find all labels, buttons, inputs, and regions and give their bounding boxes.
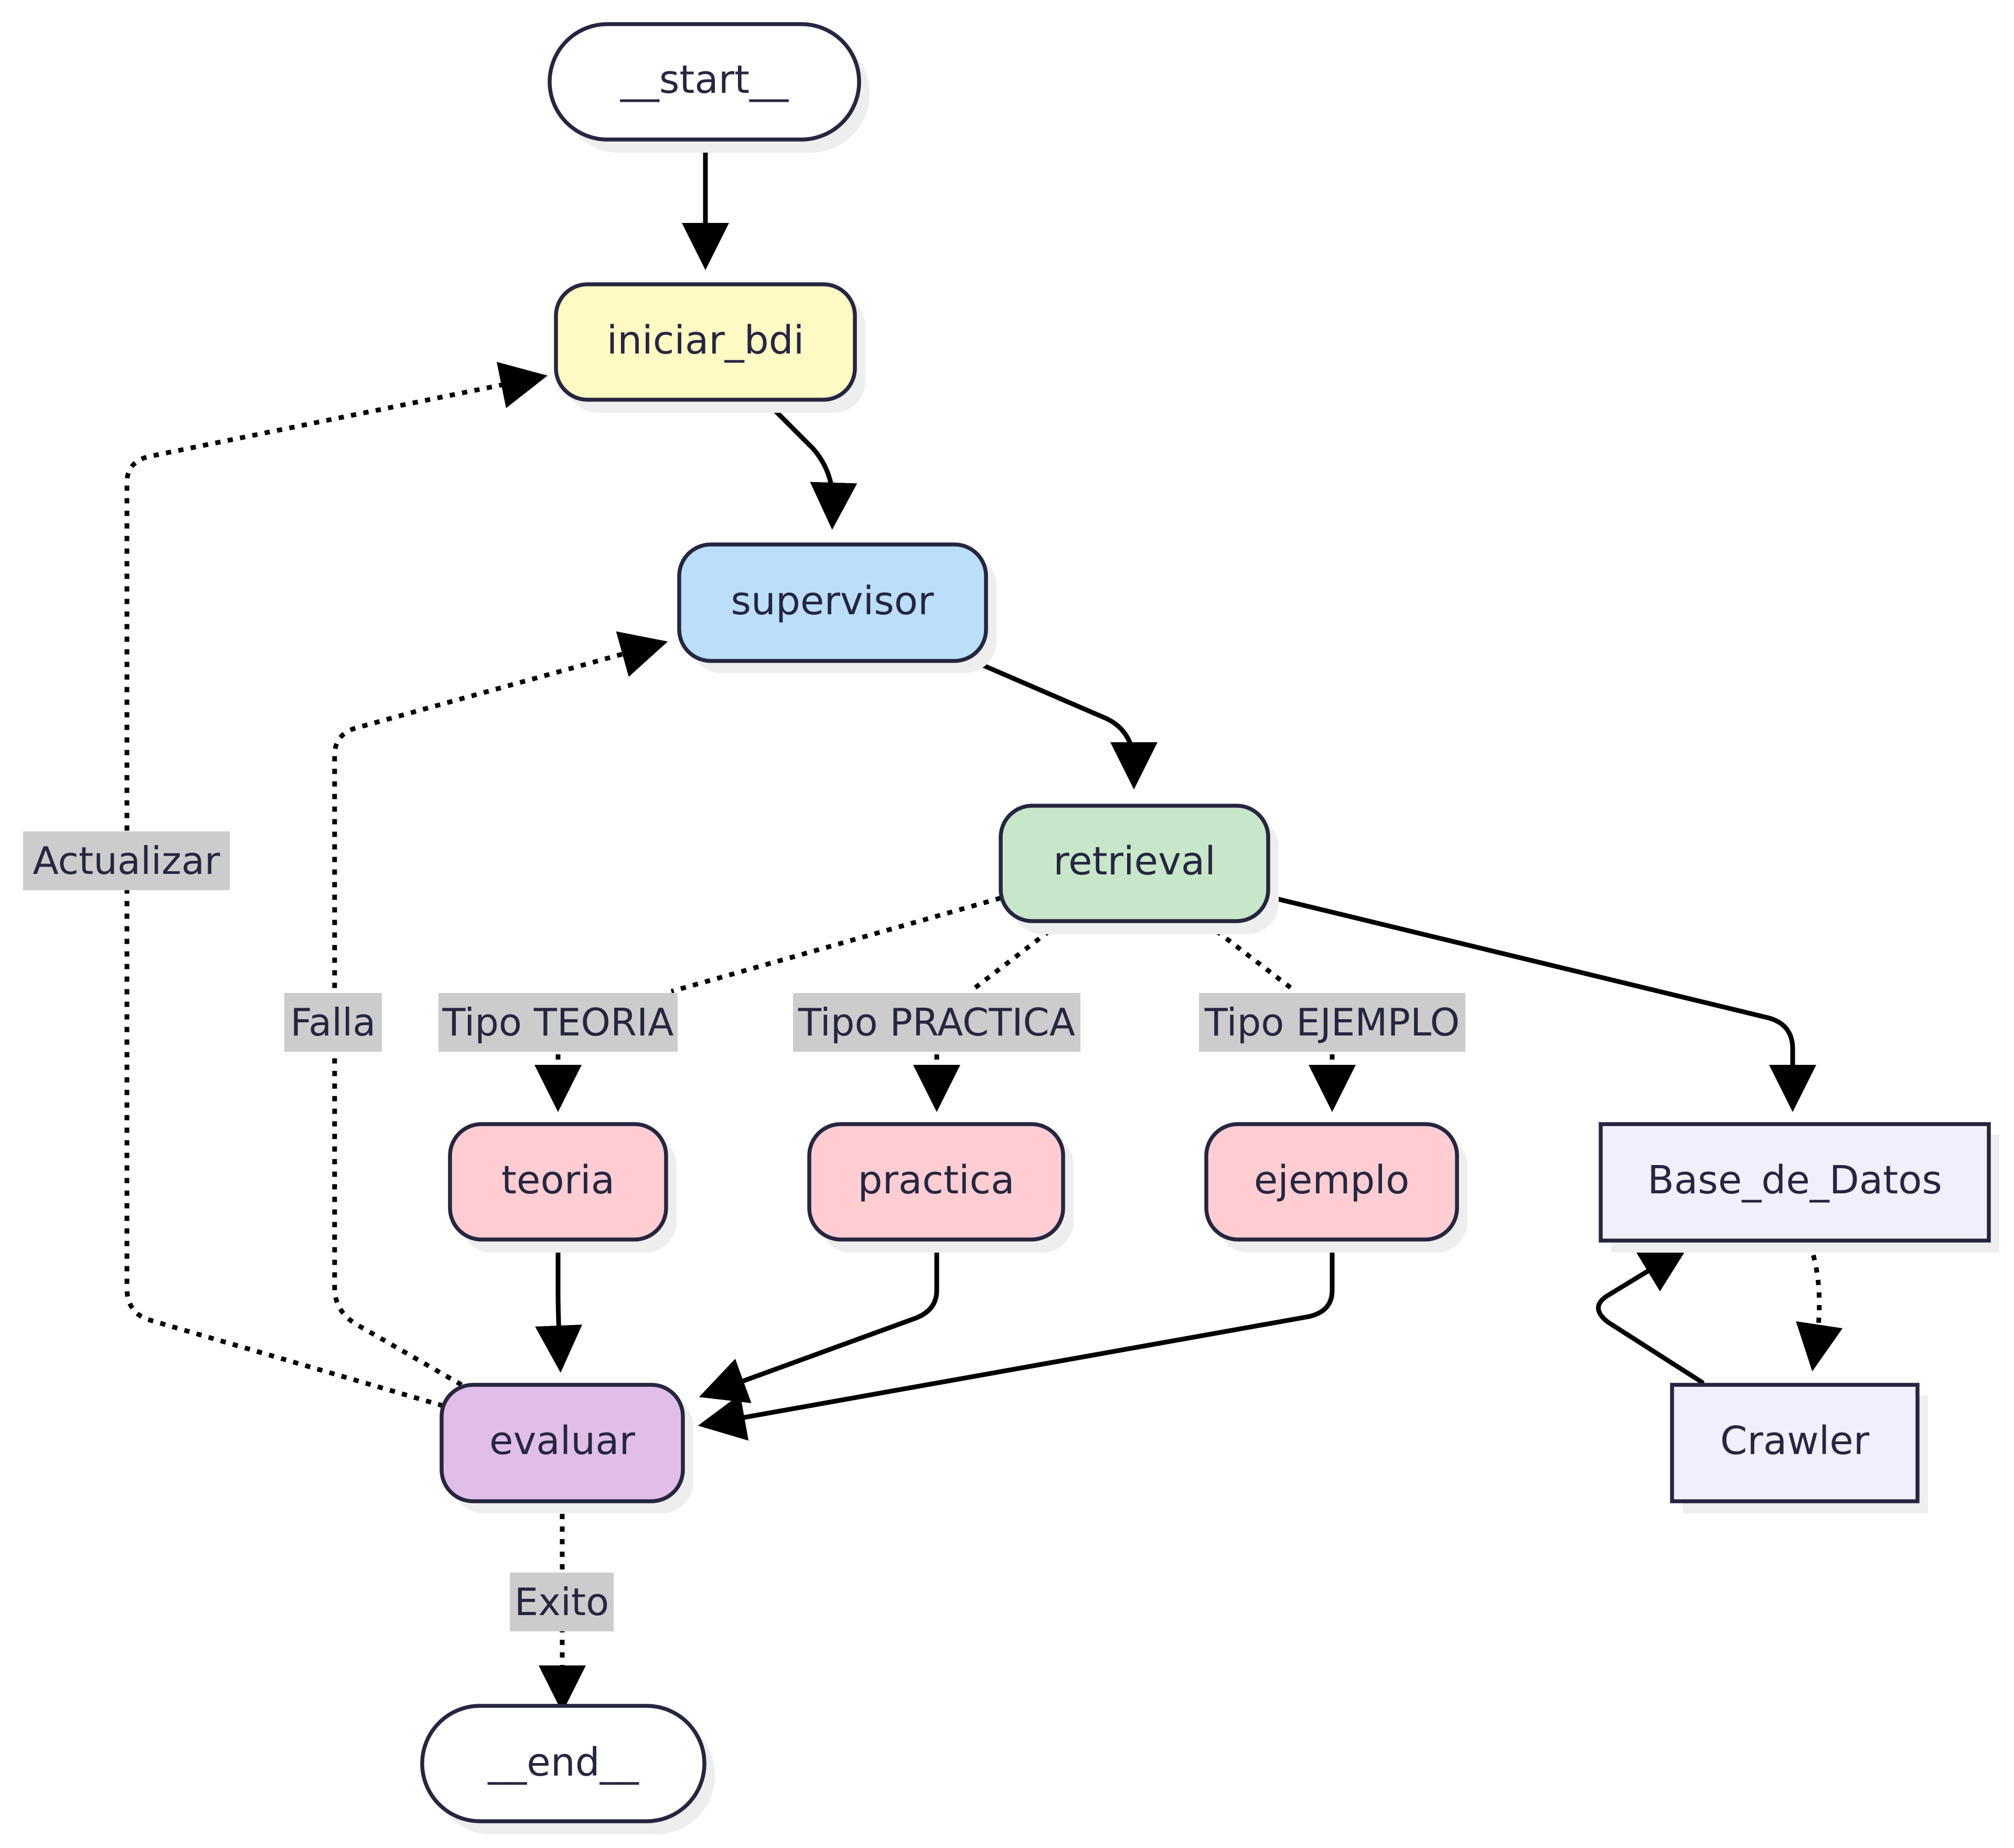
- node-iniciar-bdi: iniciar_bdi: [554, 282, 865, 413]
- edge-label-tipo-teoria: Tipo TEORIA: [438, 993, 678, 1052]
- svg-text:iniciar_bdi: iniciar_bdi: [607, 318, 805, 363]
- edge-retrieval-to-ejemplo: [1205, 921, 1332, 1088]
- edge-retrieval-to-teoria: [558, 895, 1002, 1088]
- edge-crawler-to-base-de-datos: [1596, 1246, 1705, 1385]
- svg-text:retrieval: retrieval: [1053, 839, 1216, 884]
- node-end: __end__: [420, 1704, 715, 1834]
- node-practica: practica: [807, 1122, 1074, 1253]
- svg-text:Crawler: Crawler: [1720, 1418, 1870, 1464]
- edge-base-de-datos-to-crawler: [1796, 1242, 1843, 1372]
- edge-supervisor-to-retrieval: [967, 657, 1158, 789]
- svg-text:evaluar: evaluar: [489, 1418, 635, 1464]
- edge-teoria-to-evaluar: [535, 1241, 583, 1373]
- edge-retrieval-to-practica: [937, 921, 1061, 1088]
- svg-text:Tipo EJEMPLO: Tipo EJEMPLO: [1204, 1000, 1460, 1044]
- edges: [124, 138, 1843, 1713]
- edge-label-actualizar: Actualizar: [23, 831, 230, 890]
- node-evaluar: evaluar: [440, 1383, 693, 1513]
- svg-text:Base_de_Datos: Base_de_Datos: [1647, 1158, 1942, 1203]
- edge-label-falla: Falla: [284, 993, 382, 1052]
- svg-text:supervisor: supervisor: [731, 579, 935, 624]
- svg-text:__end__: __end__: [487, 1740, 639, 1785]
- node-retrieval: retrieval: [999, 804, 1279, 934]
- svg-text:practica: practica: [858, 1158, 1014, 1203]
- nodes: __start__ iniciar_bdi supervisor retriev…: [420, 22, 1999, 1834]
- edge-ejemplo-to-evaluar: [698, 1241, 1335, 1441]
- node-crawler: Crawler: [1670, 1383, 1928, 1513]
- node-ejemplo: ejemplo: [1204, 1122, 1467, 1253]
- node-base-de-datos: Base_de_Datos: [1599, 1122, 1999, 1253]
- edge-retrieval-to-base-de-datos: [1267, 894, 1816, 1112]
- svg-text:Falla: Falla: [290, 1000, 376, 1044]
- edge-label-tipo-ejemplo: Tipo EJEMPLO: [1199, 993, 1465, 1052]
- node-teoria: teoria: [448, 1122, 677, 1253]
- edge-iniciar-bdi-to-supervisor: [763, 399, 858, 530]
- svg-text:teoria: teoria: [501, 1158, 615, 1203]
- node-start: __start__: [548, 22, 870, 153]
- svg-text:Actualizar: Actualizar: [33, 839, 220, 883]
- svg-text:ejemplo: ejemplo: [1254, 1158, 1410, 1203]
- edge-labels: Actualizar Falla Tipo TEORIA Tipo PRACTI…: [23, 831, 1465, 1631]
- svg-text:Tipo PRACTICA: Tipo PRACTICA: [798, 1000, 1075, 1044]
- edge-label-tipo-practica: Tipo PRACTICA: [793, 993, 1080, 1052]
- node-supervisor: supervisor: [677, 542, 997, 673]
- svg-text:Exito: Exito: [515, 1580, 609, 1624]
- edge-practica-to-evaluar: [699, 1241, 939, 1403]
- svg-text:Tipo TEORIA: Tipo TEORIA: [442, 1000, 673, 1044]
- svg-text:__start__: __start__: [620, 57, 789, 102]
- edge-label-exito: Exito: [510, 1573, 614, 1631]
- edge-evaluar-to-iniciar-bdi: [124, 361, 548, 1408]
- edge-evaluar-to-supervisor: [332, 631, 668, 1387]
